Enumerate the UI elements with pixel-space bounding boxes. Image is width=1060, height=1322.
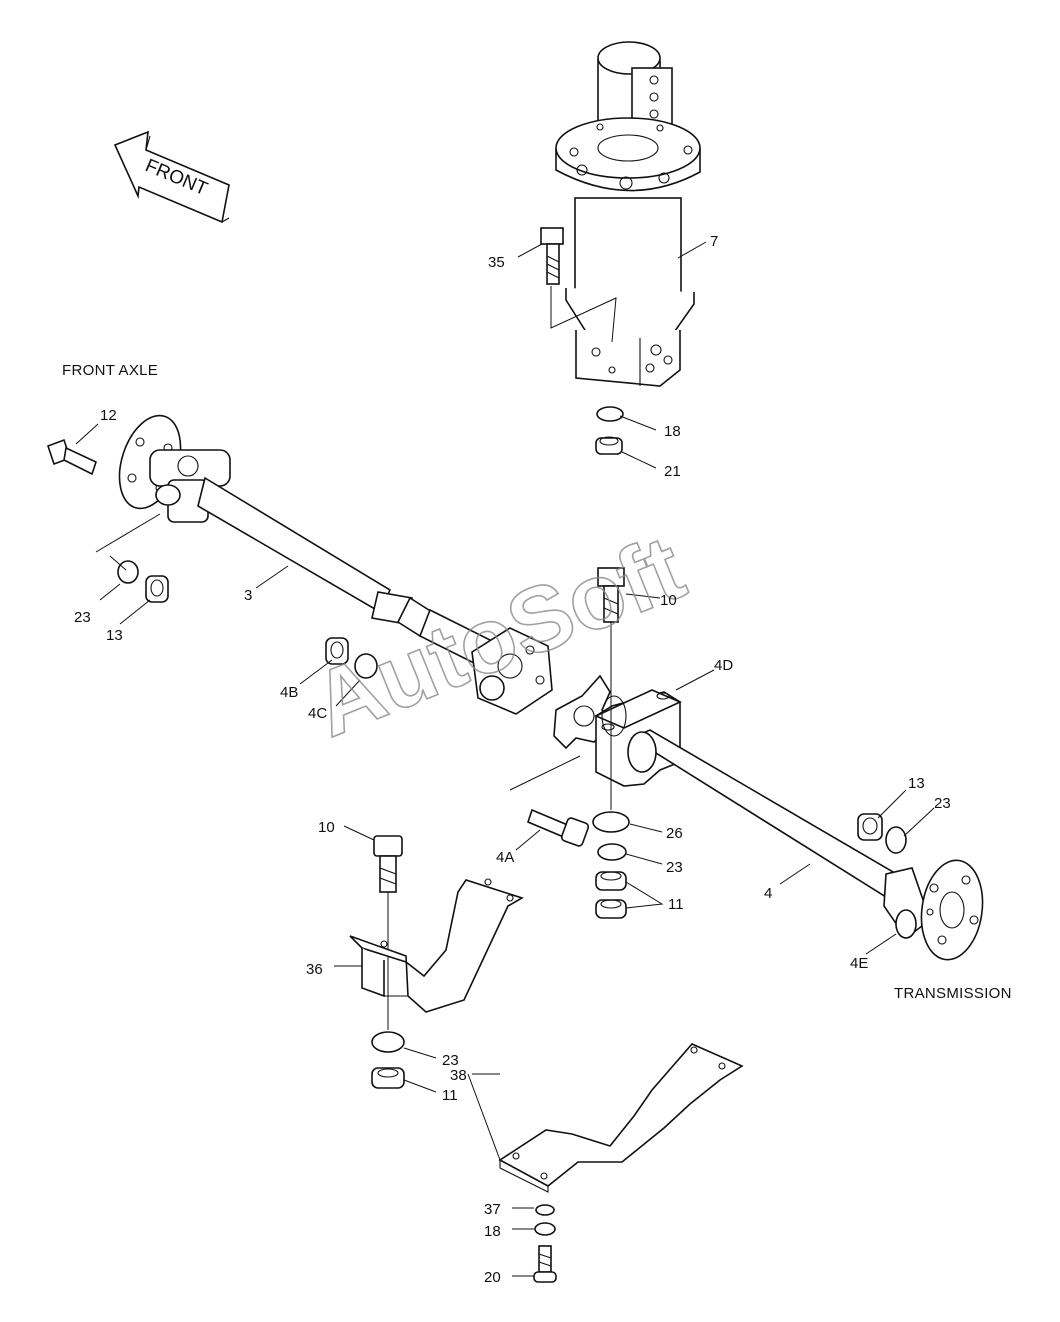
callout-20: 20 [484, 1269, 501, 1286]
callout-36: 36 [306, 961, 323, 978]
bracket-part-36 [349, 878, 524, 1013]
lock-washer-part-23-center [597, 843, 627, 861]
callout-4C: 4C [308, 705, 327, 722]
front-axle-caption: FRONT AXLE [62, 362, 158, 379]
nut-part-13-left [145, 575, 169, 603]
bolt-part-35 [540, 227, 617, 343]
callout-23-left: 23 [74, 609, 91, 626]
callout-4: 4 [764, 885, 772, 902]
bolt-part-10-lower [373, 835, 403, 1030]
rear-drive-shaft-part-4 [627, 729, 984, 961]
plate-part-38 [498, 1043, 744, 1193]
callout-23-right: 23 [934, 795, 951, 812]
leader-lines [75, 241, 935, 1277]
nut-part-11-upper-a [595, 871, 627, 891]
callout-10-lower: 10 [318, 819, 335, 836]
lock-washer-part-23-lower [371, 1031, 405, 1053]
lock-washer-part-18-lower [534, 1222, 556, 1236]
callout-10-upper: 10 [660, 592, 677, 609]
lock-washer-part-4C [354, 653, 378, 679]
callout-21: 21 [664, 463, 681, 480]
callout-18-upper: 18 [664, 423, 681, 440]
callout-37: 37 [484, 1201, 501, 1218]
bolt-part-20 [533, 1245, 557, 1283]
callout-11-lower: 11 [442, 1087, 458, 1104]
callout-35: 35 [488, 254, 505, 271]
callout-23-center: 23 [666, 859, 683, 876]
callout-13-right: 13 [908, 775, 925, 792]
nut-part-21 [595, 436, 623, 455]
bolt-part-12 [46, 438, 97, 476]
nut-part-11-lower [371, 1067, 405, 1089]
callout-38: 38 [450, 1067, 467, 1084]
nut-part-13-right [857, 813, 883, 841]
callout-26: 26 [666, 825, 683, 842]
callout-7: 7 [710, 233, 718, 250]
callout-12: 12 [100, 407, 117, 424]
callout-labels: 35 7 18 21 12 23 13 3 10 4D 4B 4C 13 23 … [74, 233, 951, 1286]
transmission-caption: TRANSMISSION [894, 985, 1012, 1002]
callout-4E: 4E [850, 955, 868, 972]
callout-18-lower: 18 [484, 1223, 501, 1240]
callout-11-upper: 11 [668, 896, 684, 913]
callout-4A: 4A [496, 849, 514, 866]
callout-4B: 4B [280, 684, 298, 701]
callout-23-lower: 23 [442, 1052, 459, 1069]
washer-part-37 [535, 1204, 555, 1216]
callout-13-left: 13 [106, 627, 123, 644]
nut-part-4B [325, 637, 349, 665]
hydraulic-cylinder-part-7 [555, 41, 701, 387]
front-direction-arrow: FRONT [113, 130, 230, 224]
lock-washer-part-23-right [885, 826, 907, 854]
washer-part-26 [592, 811, 630, 833]
callout-4D: 4D [714, 657, 733, 674]
lock-washer-part-23-left [117, 560, 139, 584]
washer-part-18-upper [596, 406, 624, 422]
nut-part-11-upper-b [595, 899, 627, 919]
bolt-part-4A [527, 808, 590, 847]
callout-3: 3 [244, 587, 252, 604]
bolt-part-10-upper [597, 567, 625, 810]
